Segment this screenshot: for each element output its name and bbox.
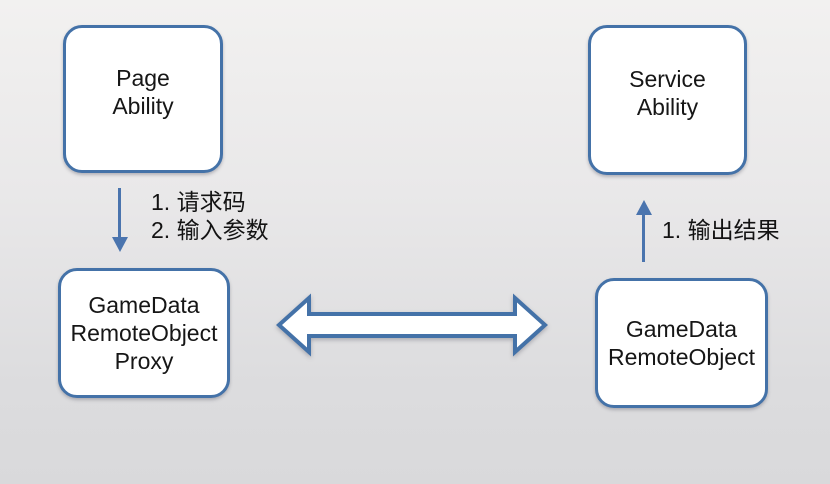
edge-label-line: 1. 请求码 <box>151 189 246 215</box>
node-label-line: GameData <box>88 292 200 318</box>
down-arrow-icon <box>112 237 128 252</box>
node-label-line: Service <box>629 66 706 92</box>
node-label-line: GameData <box>625 316 738 342</box>
node-gamedata-remoteobject: GameData RemoteObject <box>595 278 768 408</box>
node-label-line: RemoteObject <box>70 320 218 346</box>
node-label-line: Ability <box>112 93 174 119</box>
edge-label-line: 2. 输入参数 <box>151 217 269 243</box>
node-label: GameData RemoteObject <box>608 315 755 371</box>
node-label-line: Proxy <box>114 348 174 374</box>
node-label: GameData RemoteObject Proxy <box>70 291 217 375</box>
down-arrow-line <box>118 188 121 237</box>
double-headed-arrow-icon <box>276 293 548 357</box>
up-arrow-icon <box>636 200 652 215</box>
edge-label-output: 1. 输出结果 <box>662 216 780 244</box>
edge-label-request: 1. 请求码 2. 输入参数 <box>151 188 269 244</box>
node-label-line: Ability <box>636 94 699 120</box>
edge-label-line: 1. 输出结果 <box>662 217 780 243</box>
up-arrow-line <box>642 214 645 262</box>
node-page-ability: Page Ability <box>63 25 223 173</box>
node-gamedata-remoteobject-proxy: GameData RemoteObject Proxy <box>58 268 230 398</box>
node-label-line: Page <box>116 65 170 91</box>
node-service-ability: Service Ability <box>588 25 747 175</box>
node-label: Service Ability <box>629 65 706 121</box>
node-label-line: RemoteObject <box>607 344 755 370</box>
node-label: Page Ability <box>112 64 173 120</box>
